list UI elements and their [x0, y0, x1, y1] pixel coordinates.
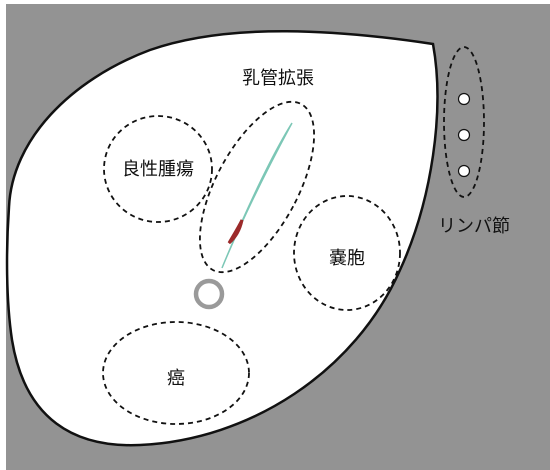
cyst-region: [293, 195, 401, 311]
duct-ectasia-region: [199, 100, 315, 274]
benign-tumor-region: [103, 115, 213, 223]
nipple-ring: [193, 278, 225, 310]
label-cancer: 癌: [167, 368, 185, 389]
label-lymph-node: リンパ節: [438, 216, 510, 237]
label-benign-tumor: 良性腫瘍: [122, 159, 194, 180]
lymph-node: [457, 128, 471, 142]
breast-outline: [5, 30, 439, 447]
label-duct-ectasia: 乳管拡張: [242, 68, 314, 89]
lymph-node: [457, 92, 471, 106]
label-cyst: 嚢胞: [329, 248, 365, 269]
lymph-node-region: [443, 46, 485, 198]
duct-lesion: [227, 219, 244, 245]
lymph-nodes: [457, 92, 471, 178]
dilated-duct: [221, 122, 293, 269]
cancer-region: [102, 321, 250, 425]
lymph-node: [457, 164, 471, 178]
